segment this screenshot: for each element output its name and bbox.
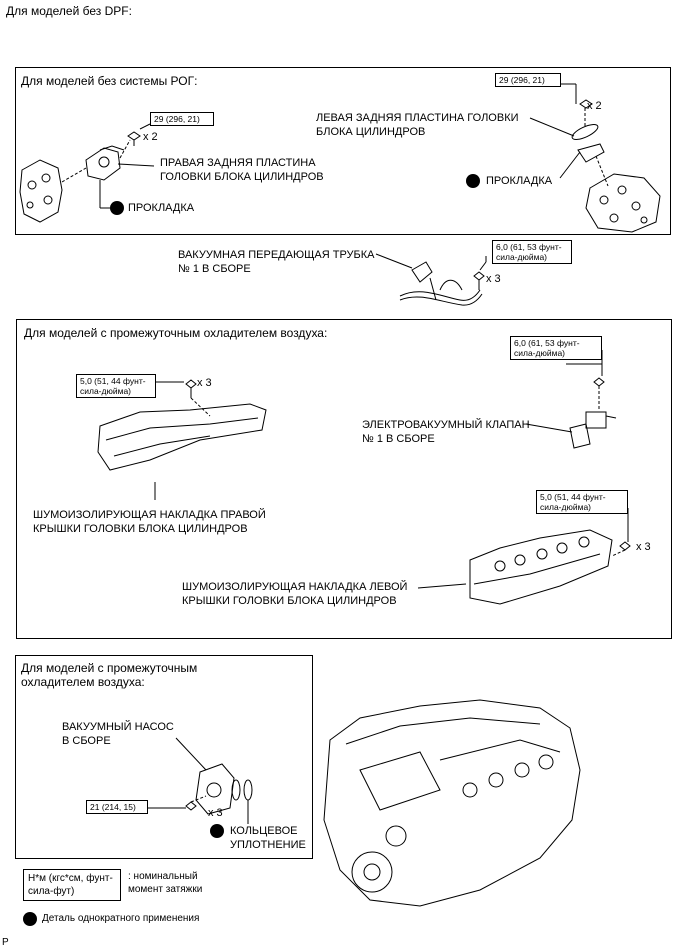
label-vacuum-pump: ВАКУУМНЫЙ НАСОС В СБОРЕ bbox=[62, 721, 174, 747]
vacuum-pipe-artwork bbox=[399, 261, 483, 306]
nonreusable-dot bbox=[466, 174, 480, 188]
nonreusable-dot bbox=[110, 201, 124, 215]
left-cylinder-head-fragment bbox=[585, 173, 661, 233]
footer-code: P bbox=[2, 937, 9, 948]
qty-right-cover: x 3 bbox=[197, 377, 212, 389]
torque-box-pump: 21 (214, 15) bbox=[86, 800, 148, 814]
right-cover-artwork bbox=[97, 403, 267, 471]
torque-box-right-cover: 5,0 (51, 44 фунт- сила-дюйма) bbox=[76, 374, 156, 398]
section-no-egr bbox=[15, 67, 671, 235]
torque-box-left-plate: 29 (296, 21) bbox=[495, 73, 561, 87]
section-intercooler bbox=[16, 319, 672, 639]
section-pump-title: Для моделей с промежуточным охладителем … bbox=[21, 661, 198, 689]
label-left-plate: ЛЕВАЯ ЗАДНЯЯ ПЛАСТИНА ГОЛОВКИ БЛОКА ЦИЛИ… bbox=[316, 112, 519, 138]
label-gasket-right: ПРОКЛАДКА bbox=[128, 202, 195, 214]
vacuum-pump-artwork bbox=[195, 763, 253, 815]
label-right-cover: ШУМОИЗОЛИРУЮЩАЯ НАКЛАДКА ПРАВОЙ КРЫШКИ Г… bbox=[33, 509, 266, 535]
torque-box-valve: 6,0 (61, 53 фунт- сила-дюйма) bbox=[510, 336, 602, 360]
qty-right-plate: x 2 bbox=[143, 131, 158, 143]
label-right-plate: ПРАВАЯ ЗАДНЯЯ ПЛАСТИНА ГОЛОВКИ БЛОКА ЦИЛ… bbox=[160, 157, 324, 183]
legend-nonreusable-dot bbox=[23, 912, 37, 926]
label-vacuum-pipe: ВАКУУМНАЯ ПЕРЕДАЮЩАЯ ТРУБКА № 1 В СБОРЕ bbox=[178, 249, 375, 275]
legend-nonreusable-text: Деталь однократного применения bbox=[42, 913, 200, 924]
legend-unit-box: Н*м (кгс*см, фунт- сила-фут) bbox=[23, 869, 121, 901]
label-gasket-left: ПРОКЛАДКА bbox=[486, 175, 553, 187]
section-intercooler-title: Для моделей с промежуточным охладителем … bbox=[24, 326, 328, 340]
qty-left-plate: x 2 bbox=[587, 100, 602, 112]
right-rear-plate bbox=[85, 145, 125, 181]
label-valve: ЭЛЕКТРОВАКУУМНЫЙ КЛАПАН № 1 В СБОРЕ bbox=[362, 419, 530, 445]
page-title: Для моделей без DPF: bbox=[6, 4, 132, 18]
section-no-egr-title: Для моделей без системы РОГ: bbox=[21, 74, 198, 88]
right-cylinder-head-fragment bbox=[19, 159, 63, 223]
torque-box-vacuum-pipe: 6,0 (61, 53 фунт- сила-дюйма) bbox=[492, 240, 572, 264]
left-cover-artwork bbox=[469, 529, 613, 605]
nonreusable-dot bbox=[210, 824, 224, 838]
torque-box-right-plate: 29 (296, 21) bbox=[150, 112, 214, 126]
label-left-cover: ШУМОИЗОЛИРУЮЩАЯ НАКЛАДКА ЛЕВОЙ КРЫШКИ ГО… bbox=[182, 581, 408, 607]
label-oring: КОЛЬЦЕВОЕ УПЛОТНЕНИЕ bbox=[230, 825, 306, 851]
qty-pump: x 3 bbox=[208, 807, 223, 819]
section-pump bbox=[15, 655, 313, 859]
torque-box-left-cover: 5,0 (51, 44 фунт- сила-дюйма) bbox=[536, 490, 628, 514]
engine-assembly-artwork bbox=[323, 699, 581, 907]
qty-left-cover: x 3 bbox=[636, 541, 651, 553]
left-rear-plate bbox=[571, 124, 605, 163]
legend-unit-desc: : номинальный момент затяжки bbox=[128, 871, 203, 895]
valve-artwork bbox=[569, 411, 617, 449]
qty-vacuum-pipe: x 3 bbox=[486, 273, 501, 285]
